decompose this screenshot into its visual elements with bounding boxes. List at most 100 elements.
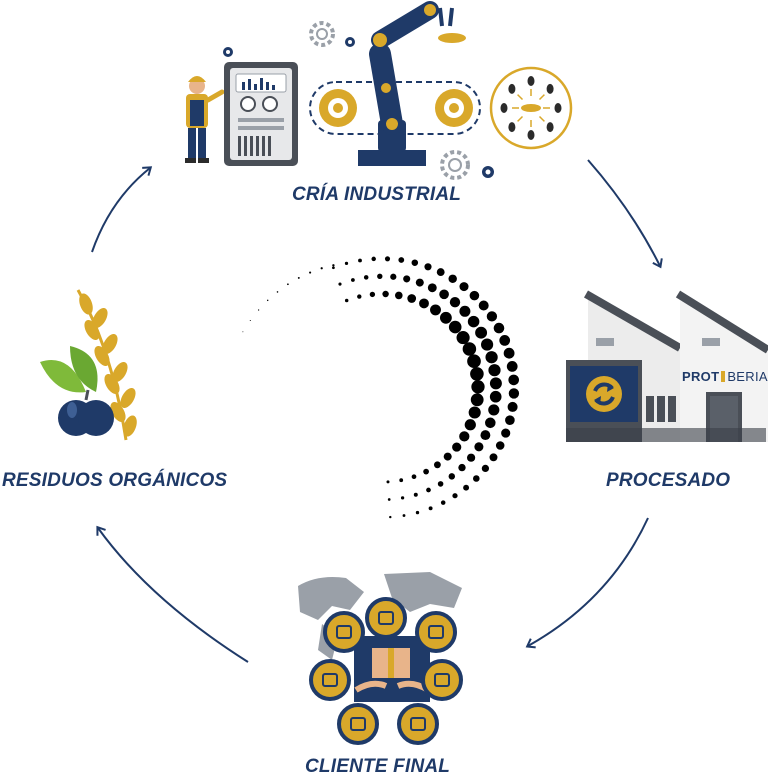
lifecycle-arrow-icon	[538, 94, 545, 101]
spiral-dot	[424, 263, 432, 271]
insect-icon	[554, 103, 562, 113]
spiral-dot	[332, 266, 335, 270]
spiral-dot	[433, 461, 441, 469]
spiral-dot	[430, 304, 441, 316]
spiral-dot	[448, 473, 456, 480]
spiral-dot	[506, 361, 518, 372]
spiral-dot	[503, 347, 515, 359]
spiral-dot	[369, 291, 376, 298]
spiral-dot	[276, 291, 279, 293]
spiral-dot	[466, 453, 476, 462]
spiral-dot	[474, 442, 484, 452]
insect-icon	[508, 122, 516, 133]
residuos-organicos-illustration	[40, 289, 137, 441]
apple-icon	[58, 389, 114, 436]
spiral-dot	[427, 283, 437, 293]
spiral-dot	[495, 441, 505, 450]
spiral-dot	[473, 475, 480, 482]
spiral-dot	[471, 380, 485, 394]
client-sector-glyph-icon	[410, 717, 426, 731]
spiral-dot	[287, 283, 289, 286]
spiral-dot	[411, 474, 417, 480]
spiral-dot	[458, 463, 466, 472]
spiral-dot	[456, 331, 470, 345]
spiral-dot	[478, 300, 489, 311]
client-sector-icon	[309, 659, 351, 701]
client-sector-icon	[365, 597, 407, 639]
gear-icon	[309, 21, 335, 47]
spiral-dot	[402, 514, 406, 517]
worker-icon	[185, 76, 225, 163]
lifecycle-arrow-icon	[517, 115, 524, 122]
cycle-arrow-icon	[96, 525, 249, 663]
spiral-dot	[249, 319, 251, 322]
insect-icon	[508, 83, 516, 94]
spiral-dot	[470, 393, 484, 407]
spiral-dot	[462, 342, 477, 356]
spiral-dot	[386, 480, 390, 484]
spiral-dot	[485, 351, 498, 364]
spiral-dot	[400, 496, 405, 500]
client-sector-glyph-icon	[350, 717, 366, 731]
logo-prot-text: PROT	[682, 369, 720, 384]
spiral-dot	[448, 274, 457, 284]
spiral-dot	[481, 338, 494, 351]
spiral-dot	[338, 282, 342, 286]
client-sectors	[309, 597, 463, 745]
cycle-arrow-icon	[91, 166, 153, 253]
factory-icon	[566, 290, 768, 442]
insect-icon	[546, 83, 554, 94]
spiral-dot	[395, 291, 403, 300]
insect-icon	[546, 122, 554, 133]
spiral-dot	[437, 481, 444, 487]
spiral-dot	[459, 282, 469, 292]
spiral-dot	[428, 506, 433, 511]
client-sector-icon	[323, 611, 365, 653]
client-sector-icon	[397, 703, 439, 745]
spiral-dot	[436, 268, 445, 277]
spiral-dot	[508, 388, 520, 399]
spiral-dot	[309, 271, 312, 274]
spiral-dot	[489, 377, 502, 390]
spiral-dot	[452, 493, 458, 499]
spiral-dot	[449, 297, 461, 308]
insect-icon	[500, 103, 508, 113]
dotted-spiral-icon	[242, 256, 520, 519]
client-sector-glyph-icon	[322, 673, 338, 687]
spiral-dot	[423, 468, 429, 475]
spiral-dot	[413, 492, 418, 497]
leaf-icon	[40, 346, 98, 393]
spiral-dot	[488, 364, 501, 377]
client-sector-glyph-icon	[378, 611, 394, 625]
spiral-dot	[505, 415, 515, 426]
spiral-dot	[489, 453, 498, 462]
spiral-dot	[459, 305, 471, 317]
spiral-dot	[485, 417, 496, 429]
spiral-dot	[320, 267, 323, 270]
stage-label-cliente-final: CLIENTE FINAL	[305, 756, 451, 777]
spiral-dot	[468, 406, 481, 419]
spiral-dot	[463, 484, 470, 491]
spiral-dot	[443, 452, 452, 461]
client-sector-glyph-icon	[336, 625, 352, 639]
spiral-dot	[470, 367, 484, 381]
insect-lifecycle-icon	[489, 66, 573, 150]
gear-icon	[482, 166, 494, 178]
stage-label-cria-industrial: CRÍA INDUSTRIAL	[292, 184, 462, 205]
cycle-arrow-icon	[525, 517, 649, 649]
client-sector-glyph-icon	[434, 673, 450, 687]
spiral-dot	[426, 487, 431, 493]
spiral-dot	[459, 431, 470, 442]
logo-iberia-text: BERIA	[727, 369, 768, 384]
spiral-dot	[448, 320, 462, 334]
spiral-dot	[508, 374, 520, 386]
gear-icon	[345, 37, 355, 47]
spiral-dot	[507, 401, 518, 412]
spiral-dot	[419, 298, 429, 309]
spiral-dot	[242, 331, 244, 333]
spiral-dot	[257, 309, 260, 311]
client-sector-icon	[415, 611, 457, 653]
spiral-dot	[439, 289, 449, 300]
control-panel-icon	[224, 62, 298, 166]
